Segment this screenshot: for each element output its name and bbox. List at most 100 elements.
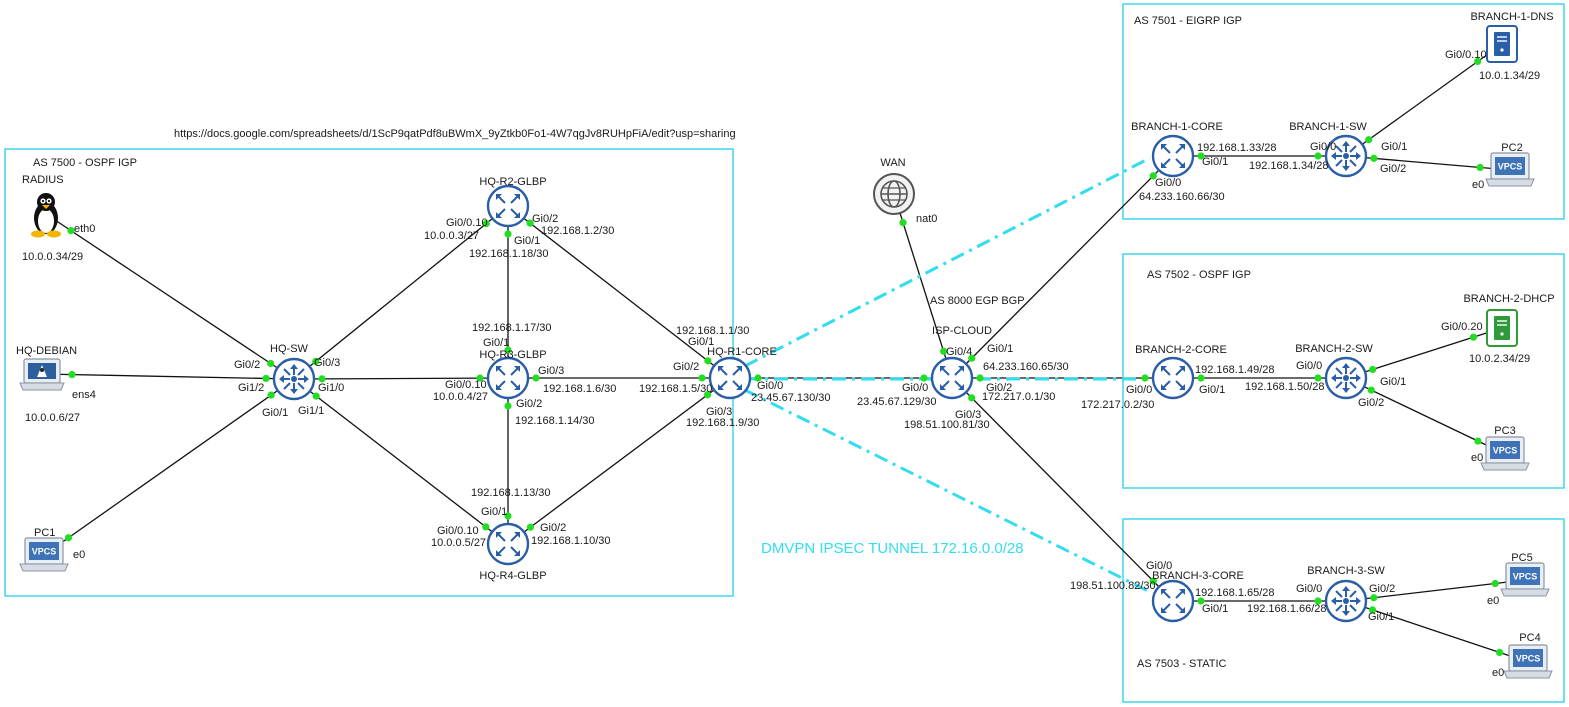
router-r3-node[interactable] <box>486 356 530 400</box>
port-label: Gi0/3 <box>955 409 981 421</box>
port-label: Gi0/3 <box>706 406 732 418</box>
port-dot <box>482 523 490 531</box>
router-icon <box>708 356 752 400</box>
port-label: 192.168.1.50/28 <box>1245 381 1325 393</box>
server-b2dhcp-node[interactable] <box>1486 309 1518 347</box>
port-dot <box>267 359 275 368</box>
link-hqsw-r3[interactable] <box>293 377 509 380</box>
port-label: e0 <box>1472 179 1484 191</box>
area-b1-title: AS 7501 - EIGRP IGP <box>1134 15 1242 27</box>
port-label: e0 <box>73 549 85 561</box>
router-b2core-node[interactable] <box>1151 356 1195 400</box>
port-dot <box>968 394 976 402</box>
port-label: Gi1/0 <box>318 382 344 394</box>
port-label: 172.217.0.1/30 <box>982 391 1055 403</box>
area-b2-box <box>1122 253 1565 489</box>
port-label: 192.168.1.33/28 <box>1197 142 1277 154</box>
port-label: 10.0.0.34/29 <box>22 251 83 263</box>
server-icon <box>1486 25 1518 63</box>
vpcs-pc1-node[interactable] <box>19 537 69 572</box>
link-isp-b1core[interactable] <box>951 155 1174 379</box>
link-hqsw-r2[interactable] <box>293 205 509 380</box>
port-label: Gi0/3 <box>314 357 340 369</box>
linux-tux-radius-node[interactable] <box>31 193 61 238</box>
area-hq-title: AS 7500 - OSPF IGP <box>33 157 137 169</box>
port-label: Gi0/1 <box>483 337 509 349</box>
port-dot <box>968 354 976 362</box>
link-hqdebian-hqsw[interactable] <box>41 373 295 380</box>
port-dot <box>1197 374 1205 382</box>
port-dot <box>1474 437 1482 445</box>
switch-hqsw-node[interactable] <box>272 357 316 401</box>
vpcs-icon <box>1485 152 1535 187</box>
port-label: Gi0/4 <box>946 346 972 358</box>
router-icon <box>486 184 530 228</box>
switch-b3sw-node[interactable] <box>1324 579 1368 623</box>
port-label: Gi0/1 <box>1199 384 1225 396</box>
link-r2-r1[interactable] <box>507 205 731 379</box>
device-name-b2sw: BRANCH-2-SW <box>1295 343 1373 355</box>
device-name-pc4: PC4 <box>1519 632 1540 644</box>
port-dot <box>920 374 928 382</box>
server-b1dns-node[interactable] <box>1486 25 1518 63</box>
port-dot <box>703 391 712 399</box>
port-dot <box>1476 163 1484 172</box>
port-dot <box>976 374 984 382</box>
switch-b2sw-node[interactable] <box>1324 356 1368 400</box>
port-label: 10.0.0.6/27 <box>25 412 80 424</box>
vpcs-pc2-node[interactable] <box>1485 152 1535 187</box>
port-label: Gi0/2 <box>1369 583 1395 595</box>
port-dot <box>476 374 484 382</box>
link-hqsw-r4[interactable] <box>293 378 509 545</box>
router-b3core-node[interactable] <box>1151 579 1195 623</box>
port-dot <box>532 374 540 382</box>
spreadsheet-url-note[interactable]: https://docs.google.com/spreadsheets/d/1… <box>174 128 736 140</box>
port-label: 172.217.0.2/30 <box>1081 399 1154 411</box>
device-name-pc1: PC1 <box>34 527 55 539</box>
dmvpn-tunnel-label: DMVPN IPSEC TUNNEL 172.16.0.0/28 <box>761 540 1024 557</box>
vpcs-pc5-node[interactable] <box>1500 562 1550 597</box>
device-name-isp: ISP-CLOUD <box>932 325 992 337</box>
port-label: 10.0.0.5/27 <box>431 537 486 549</box>
vpcs-icon <box>1500 562 1550 597</box>
port-label: Gi0/0 <box>1126 384 1152 396</box>
port-dot <box>267 391 275 399</box>
linux-terminal-hqdebian-node[interactable] <box>19 358 65 391</box>
area-b2-title: AS 7502 - OSPF IGP <box>1147 269 1251 281</box>
globe-wan-node[interactable] <box>873 173 915 215</box>
device-name-b2dhcp: BRANCH-2-DHCP <box>1463 293 1554 305</box>
port-label: 192.168.1.13/30 <box>471 487 551 499</box>
port-dot <box>504 512 512 520</box>
router-r2-node[interactable] <box>486 184 530 228</box>
link-radius-hqsw[interactable] <box>45 213 295 380</box>
vpcs-icon <box>1480 436 1530 471</box>
vpcs-icon <box>19 537 69 572</box>
vpcs-pc3-node[interactable] <box>1480 436 1530 471</box>
port-label: Gi0/1 <box>1202 156 1228 168</box>
port-dot <box>1197 152 1205 160</box>
router-isp-node[interactable] <box>930 356 974 400</box>
port-label: 198.51.100.82/30 <box>1070 580 1156 592</box>
port-label: Gi0/1 <box>1368 611 1394 623</box>
port-label: Gi0/0 <box>1296 360 1322 372</box>
link-pc1-hqsw[interactable] <box>43 378 295 556</box>
port-label: 192.168.1.34/28 <box>1249 160 1329 172</box>
device-name-r1: HQ-R1-CORE <box>707 346 777 358</box>
router-b1core-node[interactable] <box>1151 134 1195 178</box>
area-b3-title: AS 7503 - STATIC <box>1137 658 1227 670</box>
router-r4-node[interactable] <box>486 522 530 566</box>
port-dot <box>1197 597 1205 605</box>
port-label: Gi0/0.10 <box>437 525 479 537</box>
port-dot <box>482 220 490 228</box>
vpcs-pc4-node[interactable] <box>1503 644 1553 679</box>
link-isp-b3core[interactable] <box>951 377 1174 602</box>
port-label: 64.233.160.65/30 <box>983 361 1069 373</box>
port-label: 192.168.1.1/30 <box>676 325 749 337</box>
port-label: 192.168.1.49/28 <box>1195 364 1275 376</box>
port-label: Gi0/1 <box>481 506 507 518</box>
router-r1-node[interactable] <box>708 356 752 400</box>
port-label: 10.0.0.4/27 <box>433 391 488 403</box>
port-label: 192.168.1.10/30 <box>531 535 611 547</box>
port-label: Gi0/0 <box>902 382 928 394</box>
link-r4-r1[interactable] <box>507 377 731 545</box>
